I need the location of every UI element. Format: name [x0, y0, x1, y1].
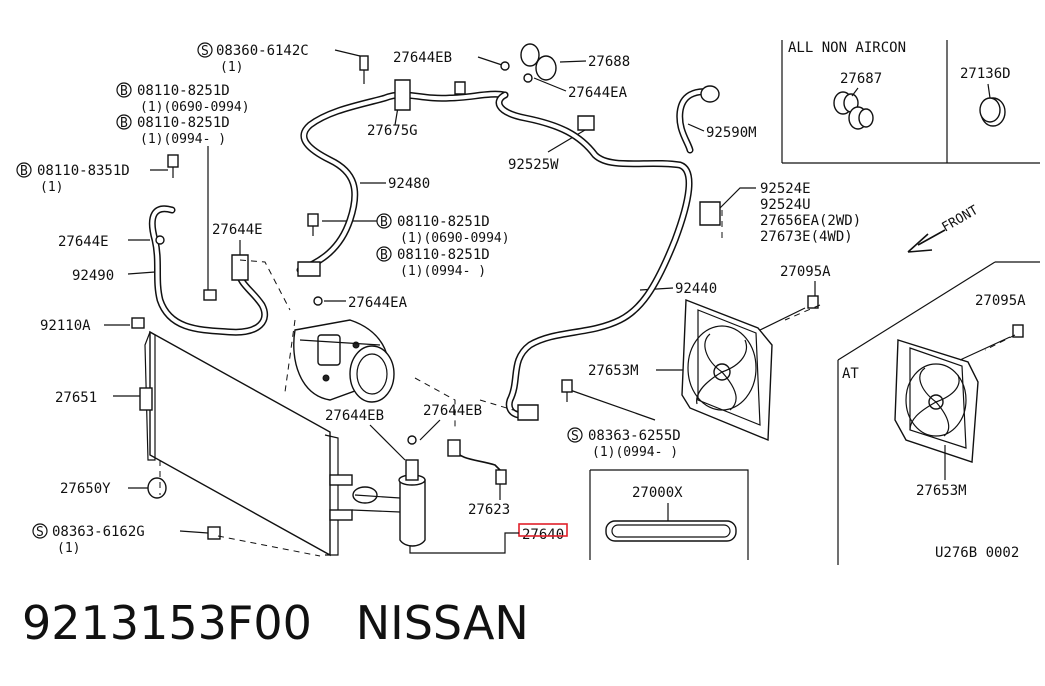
- svg-text:B: B: [380, 215, 388, 230]
- front-arrow: FRONT: [907, 203, 982, 253]
- part-number: 9213153F00: [22, 596, 312, 650]
- label-all-non-aircon: ALL NON AIRCON: [788, 40, 906, 56]
- parts-diagram: ALL NON AIRCON 27687 27136D AT 27095A 27…: [16, 40, 1040, 565]
- fan-shroud-right: [894, 324, 1024, 480]
- label-08363-6255D: 08363-6255D: [588, 428, 681, 444]
- svg-text:B: B: [120, 116, 128, 131]
- label-27644E-mid: 27644E: [212, 222, 263, 238]
- label-27095A-mid: 27095A: [780, 264, 831, 280]
- dashed-leaders: [159, 210, 1016, 557]
- label-27136D: 27136D: [960, 66, 1011, 82]
- label-08110-a-qty: (1)(0690-0994): [140, 100, 250, 115]
- label-27687: 27687: [840, 71, 882, 87]
- label-08110-8251D-a: 08110-8251D: [137, 83, 230, 99]
- label-92440: 92440: [675, 281, 717, 297]
- condenser: [139, 330, 353, 557]
- label-group-08110-top: B 08110-8251D (1)(0690-0994) B 08110-825…: [116, 82, 250, 290]
- label-08110-c-qty: (1)(0690-0994): [400, 231, 510, 246]
- label-27644EA-top: 27644EA: [568, 85, 628, 101]
- label-group-08110-8351D: B 08110-8351D (1): [16, 162, 168, 195]
- label-front: FRONT: [940, 203, 982, 236]
- label-92490: 92490: [72, 268, 114, 284]
- label-27000X: 27000X: [632, 485, 683, 501]
- brand-name: NISSAN: [355, 596, 529, 650]
- at-inset: AT 27095A 27653M U276B 0002: [837, 261, 1040, 565]
- compressor: [293, 319, 395, 403]
- highlight-box-27640[interactable]: [518, 523, 568, 537]
- fan-shroud-mid: [681, 295, 819, 442]
- plug-27687: [833, 87, 874, 130]
- pipes: [148, 88, 714, 476]
- label-08110-8251D-b: 08110-8251D: [137, 115, 230, 131]
- label-08110-8251D-c: 08110-8251D: [397, 214, 490, 230]
- label-92524E: 92524E: [760, 181, 811, 197]
- svg-text:S: S: [571, 429, 579, 444]
- svg-text:S: S: [201, 44, 209, 59]
- label-27095A-right: 27095A: [975, 293, 1026, 309]
- label-group-08363-6162G: S 08363-6162G (1): [32, 523, 209, 556]
- label-08110-8351D-qty: (1): [40, 180, 63, 195]
- label-27644E-left: 27644E: [58, 234, 109, 250]
- label-08110-8351D: 08110-8351D: [37, 163, 130, 179]
- label-group-27640: 27640: [409, 523, 568, 554]
- label-27623: 27623: [468, 502, 510, 518]
- label-at: AT: [842, 366, 859, 382]
- label-08110-d-qty: (1)(0994- ): [400, 264, 486, 279]
- label-27653M-right: 27653M: [916, 483, 967, 499]
- footer-title: 9213153F00 NISSAN: [22, 596, 529, 650]
- label-27644EA-mid: 27644EA: [348, 295, 408, 311]
- label-92524U: 92524U: [760, 197, 811, 213]
- label-08110-8251D-d: 08110-8251D: [397, 247, 490, 263]
- receiver-drier: [351, 439, 507, 547]
- svg-text:S: S: [36, 525, 44, 540]
- label-group-08360: S 08360-6142C (1): [197, 42, 361, 75]
- cap-27136D: [979, 83, 1006, 127]
- label-27675G: 27675G: [367, 123, 418, 139]
- box-27000X: 27000X: [589, 469, 749, 560]
- label-08363-6162G: 08363-6162G: [52, 524, 145, 540]
- label-27644EB-a: 27644EB: [325, 408, 384, 424]
- label-92480: 92480: [388, 176, 430, 192]
- label-27644EB-b: 27644EB: [423, 403, 482, 419]
- non-aircon-inset: ALL NON AIRCON 27687 27136D: [781, 40, 1040, 164]
- label-27653M-mid: 27653M: [588, 363, 639, 379]
- label-92525W: 92525W: [508, 157, 559, 173]
- label-08360-6142C: 08360-6142C: [216, 43, 309, 59]
- label-27656EA: 27656EA(2WD): [760, 213, 861, 229]
- label-group-08110-mid: B 08110-8251D (1)(0690-0994) B 08110-825…: [322, 213, 510, 279]
- label-27688: 27688: [588, 54, 630, 70]
- label-08363-6162G-qty: (1): [57, 541, 80, 556]
- hardware: [131, 43, 721, 540]
- label-27651: 27651: [55, 390, 97, 406]
- diagram-code: U276B 0002: [935, 545, 1019, 561]
- label-08110-b-qty: (1)(0994- ): [140, 132, 226, 147]
- label-08360-qty: (1): [220, 60, 243, 75]
- label-27644EB-top: 27644EB: [393, 50, 452, 66]
- label-92590M: 92590M: [706, 125, 757, 141]
- svg-text:B: B: [20, 164, 28, 179]
- label-08363-6255D-qty: (1)(0994- ): [592, 445, 678, 460]
- label-27640: 27640: [522, 527, 564, 543]
- svg-text:B: B: [120, 84, 128, 99]
- label-27673E: 27673E(4WD): [760, 229, 853, 245]
- label-27650Y: 27650Y: [60, 481, 111, 497]
- label-92110A: 92110A: [40, 318, 91, 334]
- svg-text:B: B: [380, 248, 388, 263]
- label-group-08363-6255D: S 08363-6255D (1)(0994- ): [567, 389, 681, 460]
